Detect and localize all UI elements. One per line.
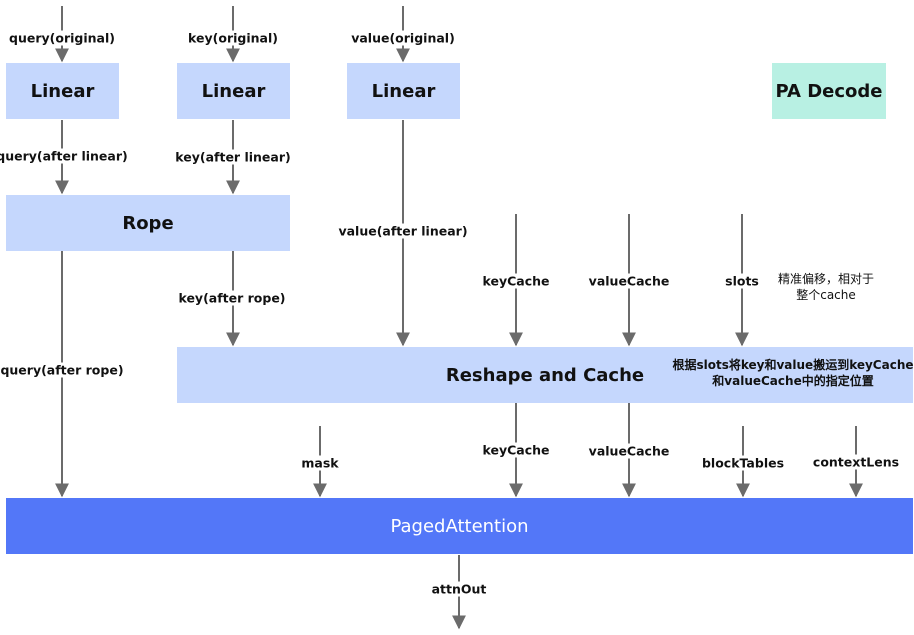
label-value-original: value(original) (350, 30, 456, 46)
label-attnout: attnOut (430, 581, 488, 597)
label-valuecache-in: valueCache (587, 273, 671, 289)
linear-value-node: Linear (347, 63, 460, 119)
slots-note: 精准偏移，相对于 整个cache (778, 271, 874, 303)
linear-query-node: Linear (6, 63, 119, 119)
reshape-and-cache-label: Reshape and Cache (445, 364, 645, 386)
label-key-after-linear: key(after linear) (174, 149, 292, 165)
paged-attention-label: PagedAttention (390, 515, 529, 537)
label-key-after-rope: key(after rope) (177, 290, 287, 306)
reshape-note-line1: 根据slots将key和value搬运到keyCache (672, 358, 914, 372)
slots-note-line1: 精准偏移，相对于 (777, 272, 875, 286)
label-query-original: query(original) (8, 30, 116, 46)
label-query-after-linear: query(after linear) (0, 148, 129, 164)
label-blocktables: blockTables (700, 455, 786, 471)
label-value-after-linear: value(after linear) (337, 223, 469, 239)
label-keycache-out: keyCache (481, 442, 551, 458)
linear-query-label: Linear (30, 80, 95, 102)
reshape-note: 根据slots将key和value搬运到keyCache 和valueCache… (672, 357, 913, 389)
label-keycache-in: keyCache (481, 273, 551, 289)
pa-decode-legend: PA Decode (772, 63, 886, 119)
reshape-and-cache-node: Reshape and Cache (177, 347, 913, 403)
slots-note-line2: 整个cache (796, 288, 856, 302)
label-slots: slots (724, 273, 760, 289)
label-mask: mask (300, 455, 340, 471)
rope-label: Rope (122, 212, 174, 234)
label-valuecache-out: valueCache (587, 443, 671, 459)
label-contextlens: contextLens (811, 454, 901, 470)
label-query-after-rope: query(after rope) (0, 362, 125, 378)
linear-key-label: Linear (201, 80, 266, 102)
paged-attention-node: PagedAttention (6, 498, 913, 554)
linear-value-label: Linear (371, 80, 436, 102)
pa-decode-label: PA Decode (775, 80, 883, 102)
label-key-original: key(original) (187, 30, 279, 46)
linear-key-node: Linear (177, 63, 290, 119)
reshape-note-line2: 和valueCache中的指定位置 (712, 374, 874, 388)
rope-node: Rope (6, 195, 290, 251)
